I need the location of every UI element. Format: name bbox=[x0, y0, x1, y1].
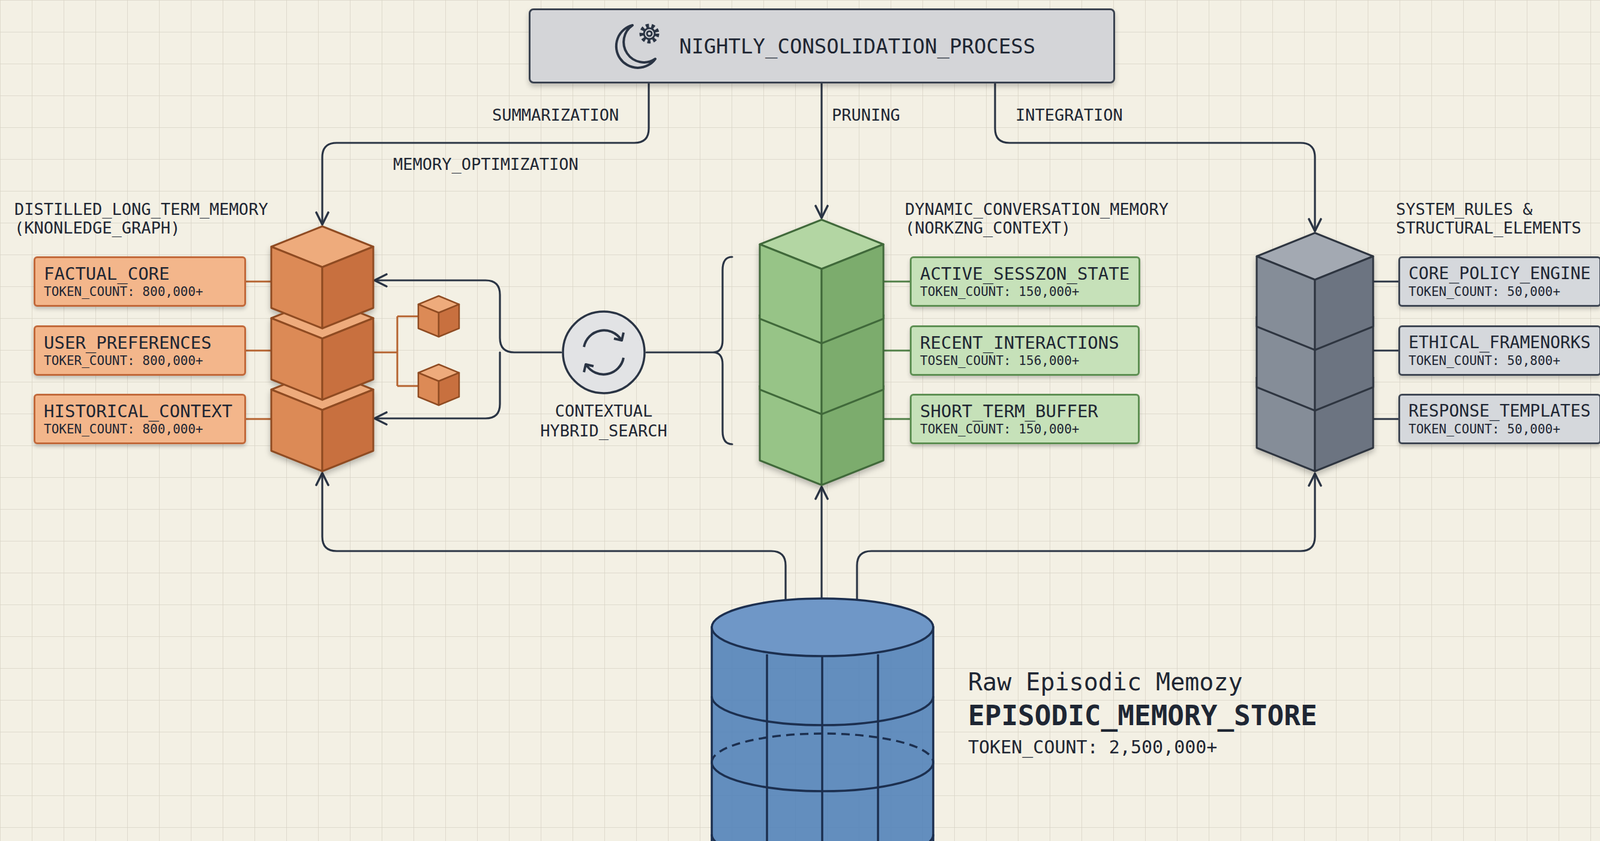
token-count: TOKEN_COUNT: 150,000+ bbox=[920, 421, 1130, 437]
cube-right bbox=[322, 389, 374, 472]
token-count: TOKEN_COUNT: 800,000+ bbox=[43, 283, 236, 300]
search-circle bbox=[561, 309, 647, 395]
connector bbox=[821, 83, 823, 218]
memory-group: DYNAMIC_CONVERSATION_MEMORY (NORKZNG_CON… bbox=[759, 219, 884, 485]
edge-label: INTEGRATION bbox=[1015, 105, 1123, 125]
memory-label-box: CORE_POLICY_ENGINETOKEN_COUNT: 50,000+ bbox=[1398, 256, 1600, 307]
small-cube bbox=[418, 295, 460, 406]
token-count: TOKER_COUNT: 800,000+ bbox=[43, 352, 236, 369]
cube-left bbox=[271, 318, 323, 400]
connector bbox=[821, 486, 823, 598]
connector-line bbox=[646, 256, 733, 445]
token-count: TOKEN_COUNT: 800,000+ bbox=[43, 421, 236, 437]
moon-gear-icon bbox=[608, 19, 667, 74]
cube-right bbox=[322, 246, 374, 329]
memory-name: SHORT_TERM_BUFFER bbox=[920, 400, 1130, 422]
memory-label-box: USER_PREFERENCESTOKER_COUNT: 800,000+ bbox=[33, 325, 247, 376]
connector bbox=[246, 350, 272, 352]
connector-line bbox=[820, 486, 823, 598]
connector-line bbox=[857, 473, 1315, 622]
connector-line bbox=[322, 83, 649, 225]
memory-label-box: FACTUAL_CORETOKEN_COUNT: 800,000+ bbox=[33, 256, 247, 307]
connector bbox=[883, 350, 910, 352]
connector bbox=[246, 281, 272, 283]
connector-line bbox=[820, 83, 823, 218]
connector bbox=[883, 281, 910, 283]
memory-label-box: RESPONSE_TEMPLATESTOKEN_COUNT: 50,000+ bbox=[1398, 393, 1600, 445]
connector bbox=[646, 256, 733, 445]
annotation-label: MEMORY_OPTIMIZATION bbox=[393, 154, 579, 174]
group-heading: SYSTEM_RULES & STRUCTURAL_ELEMENTS bbox=[1395, 199, 1594, 238]
memory-group: SYSTEM_RULES & STRUCTURAL_ELEMENTS bbox=[1256, 232, 1374, 472]
memory-name: RESPONSE_TEMPLATES bbox=[1408, 400, 1591, 422]
memory-name: HISTORICAL_CONTEXT bbox=[43, 400, 236, 422]
connector-line bbox=[883, 417, 910, 420]
edge-label: PRUNING bbox=[831, 105, 901, 125]
cube-left bbox=[1256, 256, 1315, 350]
cube-right bbox=[322, 318, 374, 400]
connector-line bbox=[1373, 280, 1399, 283]
memory-name: USER_PREFERENCES bbox=[43, 332, 236, 353]
connector bbox=[374, 280, 562, 419]
cube-left bbox=[759, 244, 822, 344]
connector bbox=[1373, 350, 1399, 352]
connector bbox=[857, 473, 1315, 622]
connector bbox=[322, 472, 786, 622]
database-node: Raw Episodic MemozyEPISODIC_MEMORY_STORE… bbox=[711, 597, 934, 841]
connector-line bbox=[1373, 417, 1399, 420]
memory-name: FACTUAL_CORE bbox=[43, 263, 236, 284]
connector-line bbox=[374, 280, 562, 353]
connector-line bbox=[883, 280, 910, 283]
connector bbox=[246, 418, 272, 420]
process-title: NIGHTLY_CONSOLIDATION_PROCESS bbox=[679, 34, 1036, 59]
connector bbox=[322, 83, 649, 225]
memory-label-box: SHORT_TERM_BUFFERTOKEN_COUNT: 150,000+ bbox=[909, 393, 1140, 445]
token-count: TOKEN_COUNT: 150,000+ bbox=[920, 283, 1131, 300]
cube-stack bbox=[269, 224, 376, 473]
connector-line bbox=[1373, 349, 1399, 352]
memory-group: DISTILLED_LONG_TERM_MEMORY (KNONLEDGE_GR… bbox=[271, 226, 374, 472]
cube-stack bbox=[757, 217, 886, 487]
token-count: TOKEN_COUNT: 50,800+ bbox=[1408, 352, 1591, 369]
connector bbox=[1373, 418, 1399, 420]
database-title: EPISODIC_MEMORY_STORE bbox=[968, 699, 1318, 732]
cube-left bbox=[271, 389, 323, 472]
token-count: TOKEN_COUNT: 50,000+ bbox=[1408, 421, 1591, 437]
connector-line bbox=[374, 352, 500, 419]
cube-right bbox=[821, 244, 884, 344]
connector-line bbox=[322, 472, 786, 622]
token-count: TOKEN_COUNT: 50,000+ bbox=[1408, 283, 1591, 300]
process-box: NIGHTLY_CONSOLIDATION_PROCESS bbox=[528, 8, 1116, 84]
cube-right bbox=[1314, 256, 1374, 350]
memory-name: CORE_POLICY_ENGINE bbox=[1408, 263, 1591, 284]
database-subtitle: Raw Episodic Memozy bbox=[968, 667, 1243, 696]
group-heading: DISTILLED_LONG_TERM_MEMORY (KNONLEDGE_GR… bbox=[14, 199, 274, 238]
search-node: CONTEXTUAL HYBRID_SEARCH bbox=[561, 309, 647, 395]
connector-line bbox=[883, 349, 910, 352]
memory-label-box: RECENT_INTERACTIONSTOSEN_COUNT: 156,000+ bbox=[909, 325, 1140, 376]
memory-name: RECENT_INTERACTIONS bbox=[920, 332, 1130, 353]
memory-label-box: ACTIVE_SESSZON_STATETOKEN_COUNT: 150,000… bbox=[909, 256, 1141, 307]
group-heading: DYNAMIC_CONVERSATION_MEMORY (NORKZNG_CON… bbox=[905, 199, 1174, 238]
cube-stack bbox=[1254, 231, 1375, 473]
database-cylinder bbox=[709, 597, 936, 841]
memory-label-box: ETHICAL_FRAMENORKSTOKEN_COUNT: 50,800+ bbox=[1398, 325, 1600, 376]
token-count: TOSEN_COUNT: 156,000+ bbox=[920, 352, 1130, 369]
search-label: CONTEXTUAL HYBRID_SEARCH bbox=[525, 400, 682, 441]
branch-lines bbox=[372, 316, 419, 386]
connector bbox=[1373, 281, 1399, 283]
memory-name: ETHICAL_FRAMENORKS bbox=[1408, 332, 1591, 353]
connector-line bbox=[246, 417, 272, 420]
connector bbox=[883, 418, 910, 420]
connector-line bbox=[246, 280, 272, 283]
connector-line bbox=[246, 349, 272, 352]
memory-label-box: HISTORICAL_CONTEXTTOKEN_COUNT: 800,000+ bbox=[33, 393, 247, 445]
token-count: TOKEN_COUNT: 2,500,000+ bbox=[968, 736, 1218, 758]
edge-label: SUMMARIZATION bbox=[492, 105, 619, 125]
cube-left bbox=[271, 246, 323, 329]
memory-name: ACTIVE_SESSZON_STATE bbox=[920, 263, 1131, 284]
